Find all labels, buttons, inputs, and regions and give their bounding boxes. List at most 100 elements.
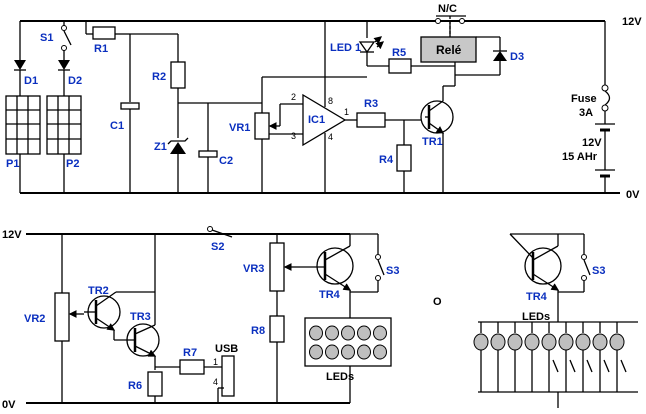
- top-circuit: 12V 0V N/C D1 S1 D2: [5, 3, 642, 201]
- pin-3: 3: [291, 131, 296, 141]
- usb-pin-4: 4: [213, 377, 218, 387]
- diode-d1: [14, 60, 26, 70]
- battery-voltage: 12V: [582, 137, 602, 149]
- alt-led-row: [473, 322, 627, 392]
- led: [541, 333, 557, 351]
- label-leds-alt: LEDs: [522, 311, 550, 323]
- capacitor-c1: [120, 102, 140, 110]
- pot-vr2: [54, 292, 70, 342]
- led-switch: [586, 359, 593, 373]
- led: [325, 344, 339, 360]
- led: [341, 325, 355, 341]
- switch-s3: [375, 254, 385, 281]
- pin-8: 8: [328, 96, 333, 106]
- label-r5: R5: [392, 47, 406, 59]
- led: [341, 344, 355, 360]
- fuse-label: Fuse: [571, 93, 597, 105]
- nc-label: N/C: [438, 3, 457, 15]
- alt-circuit: TR4 S3 LEDs: [473, 233, 638, 408]
- resistor-r3: [356, 112, 386, 128]
- led: [325, 325, 339, 341]
- fuse-terminal-bottom: [601, 104, 609, 112]
- resistor-r6: [147, 371, 163, 397]
- transistor-tr4: [300, 245, 354, 291]
- label-r4: R4: [379, 154, 394, 166]
- led: [558, 333, 574, 351]
- label-d3: D3: [510, 51, 524, 63]
- capacitor-c2: [198, 150, 218, 158]
- switch-s2: [207, 226, 233, 238]
- label-vr1: VR1: [229, 122, 250, 134]
- label-vr2: VR2: [24, 313, 45, 325]
- rail-0v-bottom-label: 0V: [2, 399, 16, 411]
- led: [357, 325, 371, 341]
- bottom-circuit: 12V 0V VR2 TR2 TR3: [2, 226, 399, 411]
- led-switch: [620, 359, 627, 373]
- pot-vr1: [254, 112, 270, 140]
- label-tr4: TR4: [319, 289, 341, 301]
- led: [575, 333, 591, 351]
- pin-4: 4: [328, 132, 333, 142]
- transistor-tr3: [114, 323, 160, 357]
- label-r7: R7: [183, 347, 197, 359]
- resistor-r2: [170, 61, 186, 89]
- led: [473, 333, 489, 351]
- led: [609, 333, 625, 351]
- label-d2: D2: [68, 75, 82, 87]
- label-d1: D1: [24, 75, 38, 87]
- label-led1: LED 1: [330, 42, 361, 54]
- rail-12v-bottom-label: 12V: [2, 229, 22, 241]
- fuse-terminal-top: [601, 84, 609, 92]
- label-p1: P1: [6, 158, 19, 170]
- rail-0v-label: 0V: [626, 189, 640, 201]
- relay-box: [420, 36, 477, 63]
- or-symbol: O: [433, 296, 442, 308]
- opamp-ic1: [302, 93, 347, 147]
- usb-pin-1: 1: [213, 357, 218, 367]
- resistor-r4: [396, 144, 412, 172]
- led: [309, 344, 323, 360]
- label-r2: R2: [152, 71, 166, 83]
- battery-capacity: 15 AHr: [562, 151, 598, 163]
- led: [357, 344, 371, 360]
- resistor-r1: [92, 26, 116, 40]
- label-s2: S2: [211, 241, 224, 253]
- transistor-tr1: [420, 100, 454, 134]
- led: [490, 333, 506, 351]
- led-panel: [304, 317, 392, 367]
- led-1: [358, 36, 384, 54]
- label-c1: C1: [110, 120, 124, 132]
- switch-s3-alt: [581, 254, 591, 281]
- transistor-tr2: [84, 291, 121, 331]
- label-r6: R6: [128, 380, 142, 392]
- led: [524, 333, 540, 351]
- diode-d2: [58, 60, 70, 70]
- switch-s1: [61, 25, 72, 51]
- transistor-tr4-alt: [509, 233, 562, 291]
- label-z1: Z1: [154, 141, 167, 153]
- solar-panel-p2: [46, 95, 82, 155]
- pin-1: 1: [344, 107, 349, 117]
- label-p2: P2: [66, 158, 79, 170]
- led: [592, 333, 608, 351]
- label-c2: C2: [219, 155, 233, 167]
- led: [309, 325, 323, 341]
- zener-z1: [170, 142, 186, 154]
- resistor-r8: [269, 315, 285, 343]
- solar-panel-p1: [5, 95, 41, 155]
- nc-switch: [435, 15, 466, 34]
- led: [507, 333, 523, 351]
- led-switch: [552, 359, 559, 373]
- label-tr4-alt: TR4: [526, 291, 548, 303]
- fuse-rating: 3A: [579, 107, 593, 119]
- pin-2: 2: [291, 92, 296, 102]
- label-usb: USB: [215, 343, 238, 355]
- label-tr3: TR3: [130, 311, 151, 323]
- fuse: [604, 90, 611, 106]
- diode-d3: [493, 51, 507, 61]
- led-switch: [569, 359, 576, 373]
- label-leds: LEDs: [326, 371, 354, 383]
- label-r1: R1: [94, 43, 108, 55]
